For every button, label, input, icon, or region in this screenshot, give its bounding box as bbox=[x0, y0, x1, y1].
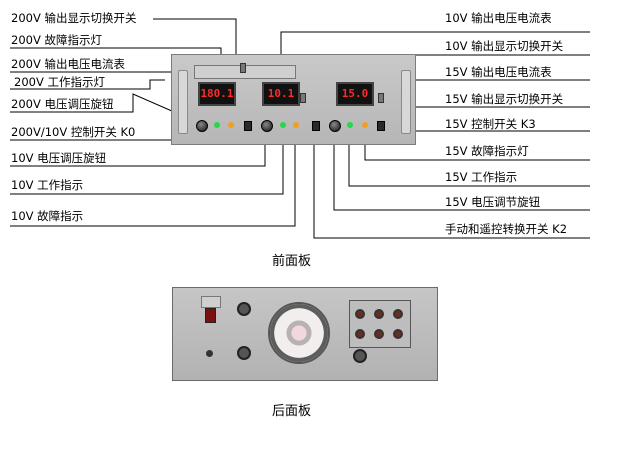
label-15v-knob: 15V 电压调节旋钮 bbox=[445, 195, 541, 209]
terminal[interactable] bbox=[355, 329, 365, 339]
leader-10v-meter bbox=[280, 31, 590, 60]
knob-200v[interactable] bbox=[196, 120, 208, 132]
label-200v-work-lamp: 200V 工作指示灯 bbox=[14, 75, 105, 89]
terminal[interactable] bbox=[374, 309, 384, 319]
leader-200v-work-lamp bbox=[10, 79, 165, 90]
lamp-200v-work bbox=[214, 122, 220, 128]
label-15v-display-switch: 15V 输出显示切换开关 bbox=[445, 92, 564, 106]
lamp-15v-fault bbox=[362, 122, 368, 128]
label-10v-fault: 10V 故障指示 bbox=[11, 209, 84, 223]
caption-front: 前面板 bbox=[272, 254, 312, 269]
label-200v-knob: 200V 电压调压旋钮 bbox=[11, 97, 114, 111]
connector-top[interactable] bbox=[237, 302, 251, 316]
front-panel: 180.1 10.1 15.0 bbox=[171, 54, 416, 145]
power-label-plate bbox=[201, 296, 221, 308]
lamp-10v-work bbox=[280, 122, 286, 128]
leader-15v-knob bbox=[333, 126, 590, 211]
label-10v-display-switch: 10V 输出显示切换开关 bbox=[445, 39, 564, 53]
meter-10v: 10.1 bbox=[262, 82, 300, 106]
connector-bottom[interactable] bbox=[237, 346, 251, 360]
lamp-15v-work bbox=[347, 122, 353, 128]
label-k0: 200V/10V 控制开关 K0 bbox=[11, 125, 136, 139]
terminal[interactable] bbox=[355, 309, 365, 319]
terminal-block bbox=[349, 300, 411, 348]
caption-rear: 后面板 bbox=[272, 404, 312, 419]
terminal[interactable] bbox=[374, 329, 384, 339]
leader-15v-work bbox=[348, 126, 590, 187]
leader-10v-work bbox=[10, 126, 284, 195]
label-k3: 15V 控制开关 K3 bbox=[445, 117, 536, 131]
label-15v-fault: 15V 故障指示灯 bbox=[445, 144, 529, 158]
meter-15v: 15.0 bbox=[336, 82, 374, 106]
knob-10v[interactable] bbox=[261, 120, 273, 132]
label-10v-meter: 10V 输出电压电流表 bbox=[445, 11, 552, 25]
label-k2: 手动和遥控转换开关 K2 bbox=[445, 222, 568, 236]
label-200v-display-switch: 200V 输出显示切换开关 bbox=[11, 11, 137, 25]
switch-200v-display[interactable] bbox=[240, 63, 246, 73]
label-15v-work: 15V 工作指示 bbox=[445, 170, 518, 184]
right-handle bbox=[401, 70, 411, 134]
label-10v-work: 10V 工作指示 bbox=[11, 178, 84, 192]
leader-200v-knob bbox=[10, 93, 198, 123]
cooling-fan bbox=[268, 302, 330, 364]
label-200v-fault-lamp: 200V 故障指示灯 bbox=[11, 33, 102, 47]
leader-15v-meter bbox=[392, 79, 590, 84]
rear-panel bbox=[172, 287, 438, 381]
fuse-holder[interactable] bbox=[206, 350, 213, 357]
lamp-10v-fault bbox=[293, 122, 299, 128]
terminal[interactable] bbox=[393, 309, 403, 319]
label-200v-meter: 200V 输出电压电流表 bbox=[11, 57, 125, 71]
switch-10v-display[interactable] bbox=[300, 93, 306, 103]
meter-200v: 180.1 bbox=[198, 82, 236, 106]
switch-15v-display[interactable] bbox=[378, 93, 384, 103]
power-switch[interactable] bbox=[205, 308, 216, 323]
leader-k2 bbox=[313, 126, 590, 239]
switch-k3[interactable] bbox=[377, 121, 385, 131]
lamp-200v-fault bbox=[228, 122, 234, 128]
terminal[interactable] bbox=[393, 329, 403, 339]
switch-k0[interactable] bbox=[244, 121, 252, 131]
leader-200v-display-switch bbox=[153, 18, 237, 60]
knob-15v[interactable] bbox=[329, 120, 341, 132]
connector-remote[interactable] bbox=[353, 349, 367, 363]
switch-k2[interactable] bbox=[312, 121, 320, 131]
label-15v-meter: 15V 输出电压电流表 bbox=[445, 65, 552, 79]
leader-10v-fault bbox=[10, 126, 296, 227]
left-handle bbox=[178, 70, 188, 134]
label-10v-knob: 10V 电压调压旋钮 bbox=[11, 151, 107, 165]
